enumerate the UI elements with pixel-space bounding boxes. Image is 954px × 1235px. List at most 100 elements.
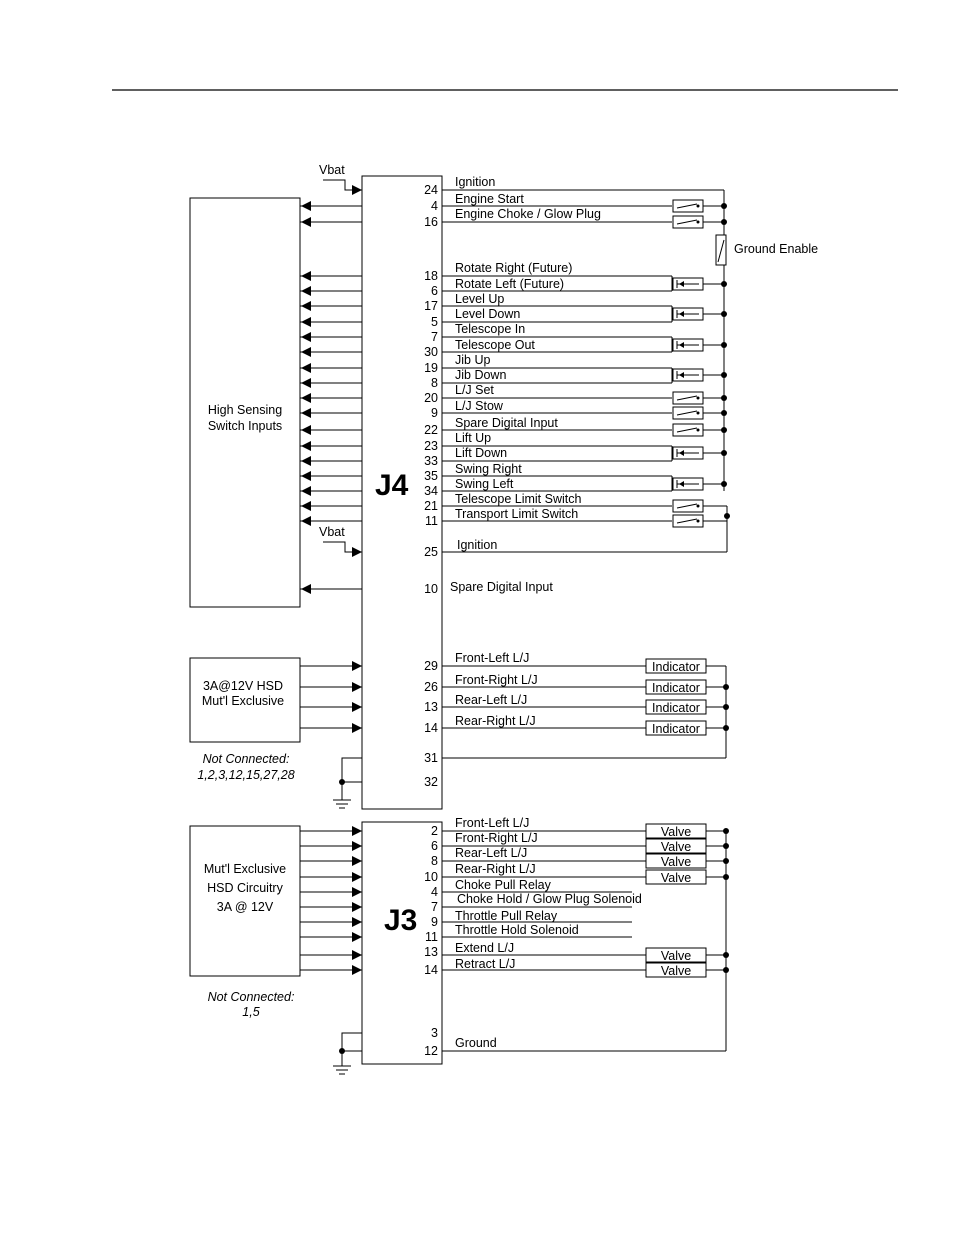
j4-pin-number: 4 — [431, 199, 438, 213]
j3-pin-label: Extend L/J — [455, 941, 514, 955]
j4-pin-number: 13 — [424, 700, 438, 714]
j4-pin-label: Level Up — [455, 292, 504, 306]
valve-label: Valve — [661, 964, 691, 978]
j3-connector — [361, 821, 443, 1065]
j3-pin-label: Rear-Right L/J — [455, 862, 536, 876]
j3-pin-label: Ground — [455, 1036, 497, 1050]
junction-dot — [721, 410, 727, 416]
j4-pin-number: 9 — [431, 406, 438, 420]
arrow-left — [301, 301, 311, 311]
j4-pin-number: 29 — [424, 659, 438, 673]
j4-pin-number: 23 — [424, 439, 438, 453]
hsd-label-1: 3A@12V HSD — [203, 679, 283, 693]
junction-dot — [721, 311, 727, 317]
j4-pin-number: 16 — [424, 215, 438, 229]
j4-pin-label: Rear-Left L/J — [455, 693, 527, 707]
j4-pin-number: 22 — [424, 423, 438, 437]
arrow-left — [301, 501, 311, 511]
j3-pin-number: 6 — [431, 839, 438, 853]
j4-pin-number: 32 — [424, 775, 438, 789]
j4-pin-label: Ignition — [455, 175, 495, 189]
j4-pin-label: L/J Stow — [455, 399, 504, 413]
j3-pin-number: 7 — [431, 900, 438, 914]
junction-dot — [724, 513, 730, 519]
j4-pin-number: 19 — [424, 361, 438, 375]
indicator-label: Indicator — [652, 701, 700, 715]
junction-dot — [721, 281, 727, 287]
arrow-left — [301, 363, 311, 373]
j4-pin-label: Swing Left — [455, 477, 514, 491]
j3-block-label-2: HSD Circuitry — [207, 881, 283, 895]
arrow-left — [301, 217, 311, 227]
junction-dot — [721, 427, 727, 433]
j4-pin-label: Engine Choke / Glow Plug — [455, 207, 601, 221]
junction-dot — [721, 219, 727, 225]
j4-ground-wire — [341, 757, 362, 800]
j4-pin-label: Transport Limit Switch — [455, 507, 578, 521]
arrow-left — [301, 378, 311, 388]
j3-pin-label: Throttle Hold Solenoid — [455, 923, 579, 937]
j4-pin-label: Spare Digital Input — [450, 580, 553, 594]
j4-not-connected-2: 1,2,3,12,15,27,28 — [197, 768, 294, 782]
valve-label: Valve — [661, 855, 691, 869]
j3-not-connected-2: 1,5 — [242, 1005, 259, 1019]
junction-dot — [721, 342, 727, 348]
ground-enable-label: Ground Enable — [734, 242, 818, 256]
j4-pin-label: Lift Down — [455, 446, 507, 460]
arrow-right — [352, 547, 362, 557]
j4-pin-number: 10 — [424, 582, 438, 596]
j3-hsd-block — [189, 825, 301, 977]
vbat-label-bottom: Vbat — [319, 525, 345, 539]
j3-ground-wire — [341, 1032, 362, 1066]
arrow-left — [301, 332, 311, 342]
valve-label: Valve — [661, 949, 691, 963]
j3-pin-label: Retract L/J — [455, 957, 515, 971]
j4-pin-number: 31 — [424, 751, 438, 765]
arrow-right — [352, 917, 362, 927]
hsd-label-2: Mut'l Exclusive — [202, 694, 284, 708]
arrow-left — [301, 201, 311, 211]
j3-pin-number: 13 — [424, 945, 438, 959]
j4-pin-number: 30 — [424, 345, 438, 359]
j4-pin-number: 7 — [431, 330, 438, 344]
j3-pin-number: 4 — [431, 885, 438, 899]
j3-pin-label: Front-Left L/J — [455, 816, 529, 830]
j3-pin-number: 9 — [431, 915, 438, 929]
j4-pin-number: 11 — [425, 514, 438, 528]
j3-not-connected-1: Not Connected: — [208, 990, 295, 1004]
j4-pin-label: Rotate Left (Future) — [455, 277, 564, 291]
j3-block-label-1: Mut'l Exclusive — [204, 862, 286, 876]
arrow-right — [352, 723, 362, 733]
j4-pin-number: 21 — [424, 499, 438, 513]
j4-pin-label: Jib Down — [455, 368, 506, 382]
junction-dot — [721, 372, 727, 378]
j3-pin-number: 3 — [431, 1026, 438, 1040]
j3-block-label-3: 3A @ 12V — [217, 900, 274, 914]
j4-pin-number: 25 — [424, 545, 438, 559]
hsd-block — [189, 657, 301, 743]
j4-pin-number: 14 — [424, 721, 438, 735]
arrow-left — [301, 286, 311, 296]
arrow-left — [301, 317, 311, 327]
arrow-left — [301, 408, 311, 418]
arrow-right — [352, 185, 362, 195]
j4-pin-number: 33 — [424, 454, 438, 468]
j4-pin-label: Rear-Right L/J — [455, 714, 536, 728]
j4-pin-label: Lift Up — [455, 431, 491, 445]
arrow-right — [352, 872, 362, 882]
j3-pin-number: 8 — [431, 854, 438, 868]
j3-pin-label: Choke Pull Relay — [455, 878, 552, 892]
arrow-right — [352, 661, 362, 671]
arrow-right — [352, 932, 362, 942]
indicator-label: Indicator — [652, 660, 700, 674]
arrow-right — [352, 950, 362, 960]
j3-pin-number: 10 — [424, 870, 438, 884]
j4-pin-number: 8 — [431, 376, 438, 390]
junction-dot — [721, 450, 727, 456]
j4-pin-number: 26 — [424, 680, 438, 694]
j4-pin-number: 24 — [424, 183, 438, 197]
indicator-label: Indicator — [652, 722, 700, 736]
arrow-right — [352, 702, 362, 712]
j4-pin-label: Engine Start — [455, 192, 524, 206]
arrow-right — [352, 856, 362, 866]
